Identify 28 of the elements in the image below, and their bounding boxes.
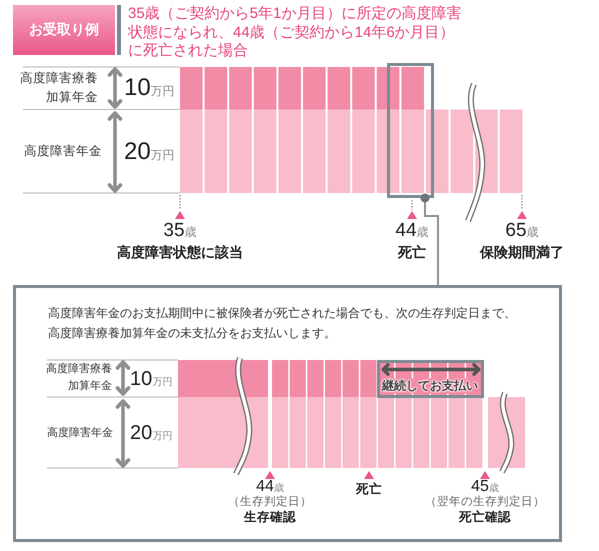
highlight-frame (387, 63, 434, 198)
event-label: 死亡確認 (459, 509, 511, 526)
event-label: 保険期間満了 (480, 243, 564, 261)
age-label: 65歳 (505, 220, 539, 243)
row-label: 高度障害療養加算年金 (19, 70, 98, 106)
heading-text: 35歳（ご契約から5年1か月目）に所定の高度障害状態になられ、44歳（ご契約から14年6か月目）に死亡された場合 (128, 5, 462, 60)
age-label: 44歳 (395, 220, 429, 243)
date-note: （翌年の生存判定日） (425, 495, 545, 509)
leader-line (420, 194, 439, 285)
amount-label: 10万円 (130, 367, 172, 392)
event-label: 高度障害状態に該当 (117, 243, 243, 261)
date-note: （生存判定日） (228, 495, 312, 509)
amount-label: 10万円 (124, 74, 175, 103)
note-text: 高度障害年金のお支払期間中に被保険者が死亡された場合でも、次の生存判定日まで、高度障害療養加算年金の未支払分をお支払いします。 (48, 305, 517, 342)
frame-label: 継続してお支払い (380, 378, 480, 394)
detail-panel (13, 285, 562, 542)
event-label: 生存確認 (244, 509, 296, 526)
event-label: 死亡 (398, 243, 426, 261)
age-label: 35歳 (163, 220, 197, 243)
heading-badge: お受取り例 (13, 5, 115, 55)
row-label: 高度障害年金 (24, 143, 102, 160)
age-label: 45歳 (471, 478, 499, 496)
event-label: 死亡 (356, 481, 382, 498)
amount-label: 20万円 (130, 421, 172, 446)
row-label: 高度障害療養加算年金 (45, 362, 112, 394)
age-label: 44歳 (256, 478, 284, 496)
amount-label: 20万円 (124, 138, 175, 167)
row-label: 高度障害年金 (47, 426, 113, 441)
